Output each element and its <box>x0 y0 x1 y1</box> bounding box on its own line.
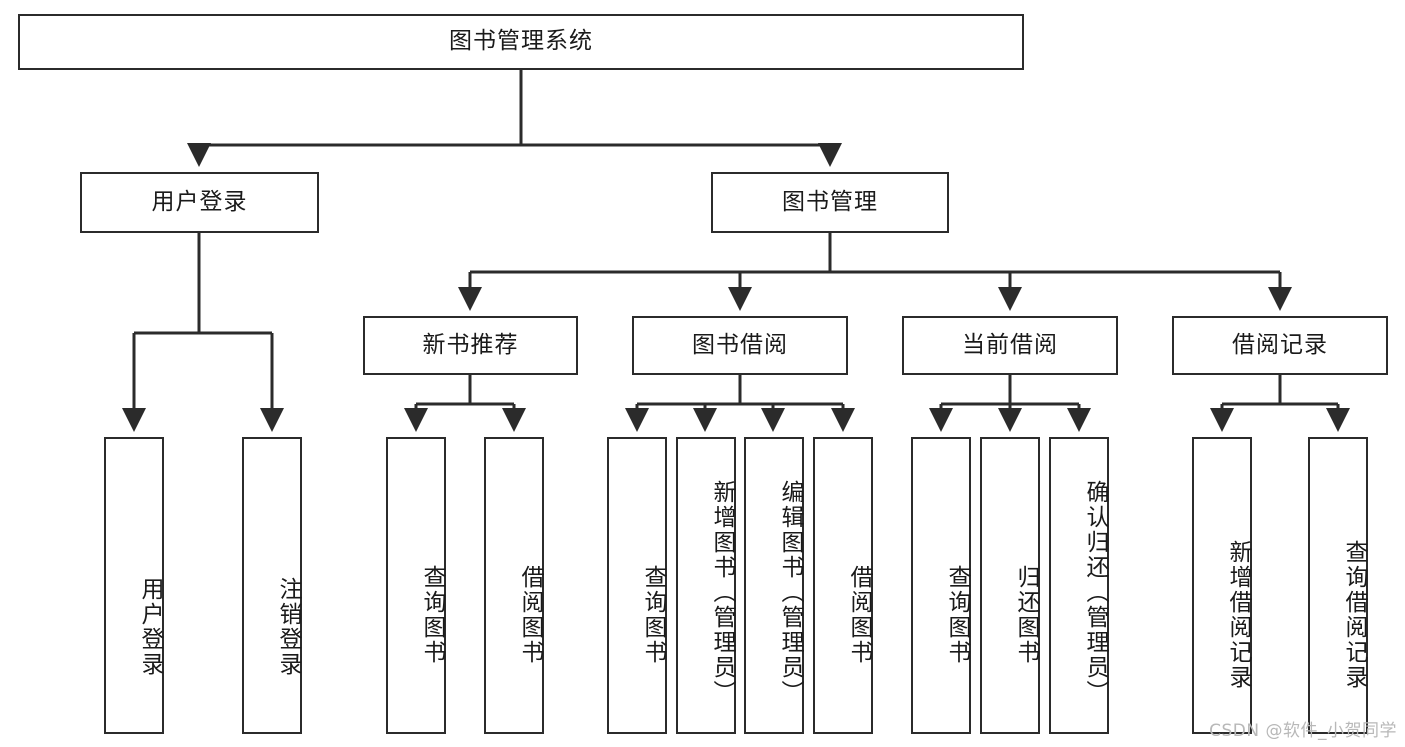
node-label: 用户登录 <box>137 576 163 677</box>
node-label: 借阅图书 <box>517 564 543 665</box>
node-label: 查询图书 <box>640 564 666 665</box>
leaf-query-books-bw[interactable]: 查询图书 <box>607 437 667 734</box>
node-label: 新书推荐 <box>422 331 519 358</box>
node-label: 查询图书 <box>419 564 445 665</box>
leaf-borrow-books-bw[interactable]: 借阅图书 <box>813 437 873 734</box>
csdn-watermark: CSDN @软件_小贺同学 <box>1209 721 1397 741</box>
node-label: 注销登录 <box>275 576 301 677</box>
leaf-query-books-nb[interactable]: 查询图书 <box>386 437 446 734</box>
leaf-user-login[interactable]: 用户登录 <box>104 437 164 734</box>
node-label: 确认归还（管理员） <box>1082 480 1108 705</box>
leaf-add-borrow-record[interactable]: 新增借阅记录 <box>1192 437 1252 734</box>
node-book-management[interactable]: 图书管理 <box>711 172 949 233</box>
leaf-edit-book-admin[interactable]: 编辑图书（管理员） <box>744 437 804 734</box>
node-label: 用户登录 <box>151 188 248 215</box>
node-label: 新增借阅记录 <box>1225 539 1251 690</box>
node-book-borrowing[interactable]: 图书借阅 <box>632 316 848 375</box>
node-new-book-recommendation[interactable]: 新书推荐 <box>363 316 578 375</box>
node-user-login[interactable]: 用户登录 <box>80 172 319 233</box>
node-label: 归还图书 <box>1013 564 1039 665</box>
node-label: 借阅记录 <box>1232 331 1328 358</box>
node-label: 图书借阅 <box>692 331 788 358</box>
node-current-borrowing[interactable]: 当前借阅 <box>902 316 1118 375</box>
node-label: 图书管理 <box>782 188 878 215</box>
node-label: 借阅图书 <box>846 564 872 665</box>
node-borrowing-records[interactable]: 借阅记录 <box>1172 316 1388 375</box>
node-label: 查询借阅记录 <box>1341 539 1367 690</box>
leaf-return-books[interactable]: 归还图书 <box>980 437 1040 734</box>
leaf-query-books-cb[interactable]: 查询图书 <box>911 437 971 734</box>
node-label: 当前借阅 <box>962 331 1058 358</box>
leaf-borrow-books-nb[interactable]: 借阅图书 <box>484 437 544 734</box>
leaf-add-book-admin[interactable]: 新增图书（管理员） <box>676 437 736 734</box>
node-label: 查询图书 <box>944 564 970 665</box>
leaf-query-borrow-record[interactable]: 查询借阅记录 <box>1308 437 1368 734</box>
leaf-confirm-return-admin[interactable]: 确认归还（管理员） <box>1049 437 1109 734</box>
node-label: 图书管理系统 <box>449 28 593 55</box>
leaf-logout[interactable]: 注销登录 <box>242 437 302 734</box>
node-label: 编辑图书（管理员） <box>777 480 803 705</box>
node-label: 新增图书（管理员） <box>709 480 735 705</box>
node-root-book-management-system[interactable]: 图书管理系统 <box>18 14 1024 70</box>
